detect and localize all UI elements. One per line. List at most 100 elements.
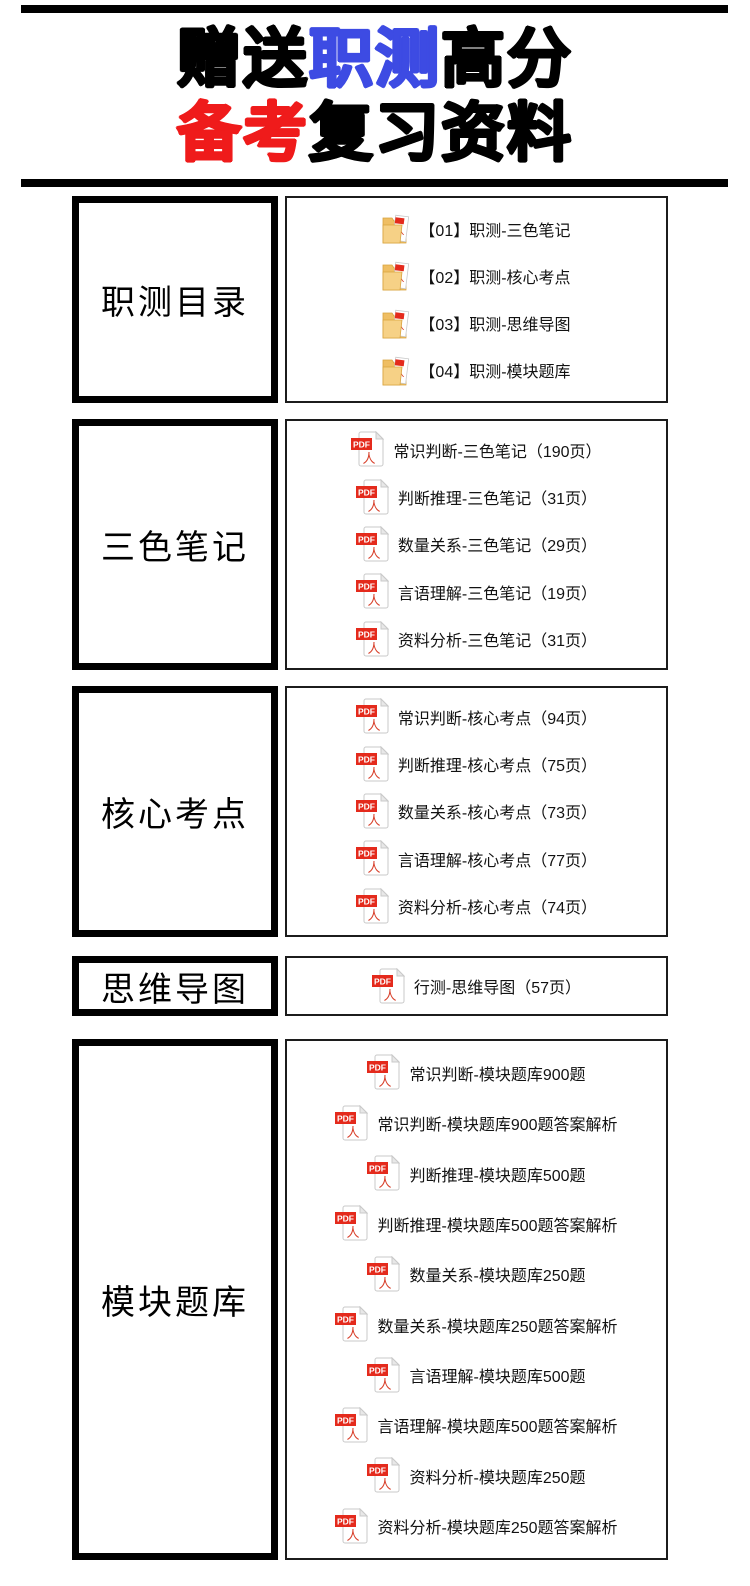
- pdf-file-icon: PDF 人: [355, 698, 389, 735]
- svg-text:PDF: PDF: [337, 1113, 354, 1123]
- section-label-box: 核心考点: [72, 686, 278, 937]
- file-row[interactable]: PDF 人 数量关系-核心考点（73页）: [287, 792, 666, 830]
- folder-pdf-icon: 人: [382, 212, 410, 245]
- svg-text:PDF: PDF: [369, 1466, 386, 1476]
- pdf-file-icon: PDF 人: [367, 1255, 401, 1293]
- file-name: 常识判断-三色笔记（190页）: [393, 443, 602, 461]
- file-row[interactable]: PDF 人 判断推理-模块题库500题: [287, 1155, 666, 1192]
- file-row[interactable]: PDF 人 行测-思维导图（57页）: [287, 967, 666, 1005]
- pdf-file-icon: PDF 人: [355, 620, 389, 658]
- svg-text:PDF: PDF: [337, 1315, 354, 1325]
- file-row[interactable]: PDF 人 言语理解-模块题库500题: [287, 1356, 666, 1394]
- svg-text:PDF: PDF: [358, 896, 375, 906]
- file-name: 常识判断-核心考点（94页）: [397, 710, 598, 728]
- title-divider-bar: [21, 179, 728, 187]
- file-row[interactable]: PDF 人 资料分析-三色笔记（31页）: [287, 620, 666, 658]
- svg-text:人: 人: [379, 1477, 392, 1492]
- title-line-2: 备考复习资料: [0, 96, 750, 170]
- title-segment: 赠送: [177, 23, 309, 95]
- section-file-list: PDF 人 常识判断-三色笔记（190页） PDF 人 判断推理-三色笔记（31…: [285, 419, 668, 670]
- file-name: 数量关系-三色笔记（29页）: [397, 538, 598, 556]
- material-section: 模块题库 PDF 人 常识判断-模块题库900题 PDF 人 常识判断-模块: [72, 1039, 750, 1560]
- svg-text:人: 人: [367, 766, 380, 781]
- pdf-file-icon: PDF 人: [355, 573, 389, 610]
- title-segment: 职测: [309, 23, 441, 95]
- file-row[interactable]: PDF 人 资料分析-核心考点（74页）: [287, 887, 666, 925]
- file-name: 资料分析-核心考点（74页）: [397, 900, 598, 918]
- material-section: 核心考点 PDF 人 常识判断-核心考点（94页） PDF 人 判断推理-核: [72, 686, 750, 937]
- svg-text:PDF: PDF: [358, 707, 375, 717]
- pdf-file-icon: PDF 人: [335, 1205, 369, 1242]
- svg-text:人: 人: [347, 1125, 360, 1140]
- svg-text:PDF: PDF: [337, 1214, 354, 1224]
- svg-text:PDF: PDF: [369, 1164, 386, 1174]
- file-row[interactable]: PDF 人 数量关系-三色笔记（29页）: [287, 525, 666, 563]
- file-row[interactable]: 人 【04】职测-模块题库: [287, 354, 666, 387]
- file-row[interactable]: 人 【02】职测-核心考点: [287, 259, 666, 292]
- section-label: 核心考点: [101, 797, 249, 834]
- file-row[interactable]: PDF 人 资料分析-模块题库250题: [287, 1457, 666, 1494]
- svg-text:PDF: PDF: [369, 1264, 386, 1274]
- svg-text:PDF: PDF: [358, 754, 375, 764]
- title-segment: 复习资料: [309, 97, 573, 169]
- section-file-list: 人 【01】职测-三色笔记 人 【02】职测-核心考点: [285, 196, 668, 403]
- section-label-box: 模块题库: [72, 1039, 278, 1560]
- title-line-1: 赠送职测高分: [0, 22, 750, 96]
- material-section: 职测目录 人 【01】职测-三色笔记 人: [72, 196, 750, 403]
- folder-pdf-icon: 人: [382, 307, 410, 340]
- file-name: 【01】职测-三色笔记: [419, 222, 571, 240]
- pdf-file-icon: PDF 人: [355, 478, 389, 516]
- section-file-list: PDF 人 常识判断-核心考点（94页） PDF 人 判断推理-核心考点（75页…: [285, 686, 668, 937]
- file-row[interactable]: PDF 人 数量关系-模块题库250题: [287, 1255, 666, 1293]
- file-name: 【04】职测-模块题库: [419, 364, 571, 382]
- file-row[interactable]: PDF 人 资料分析-模块题库250题答案解析: [287, 1507, 666, 1545]
- file-row[interactable]: PDF 人 判断推理-三色笔记（31页）: [287, 478, 666, 516]
- pdf-file-icon: PDF 人: [335, 1104, 369, 1142]
- section-label-box: 思维导图: [72, 956, 278, 1016]
- file-row[interactable]: PDF 人 常识判断-三色笔记（190页）: [287, 431, 666, 468]
- file-name: 资料分析-模块题库250题: [409, 1469, 586, 1487]
- file-name: 判断推理-核心考点（75页）: [397, 758, 598, 776]
- svg-text:人: 人: [367, 718, 380, 733]
- file-row[interactable]: PDF 人 常识判断-模块题库900题答案解析: [287, 1104, 666, 1142]
- file-row[interactable]: 人 【03】职测-思维导图: [287, 307, 666, 340]
- file-row[interactable]: 人 【01】职测-三色笔记: [287, 212, 666, 245]
- pdf-file-icon: PDF 人: [355, 525, 389, 563]
- file-row[interactable]: PDF 人 言语理解-核心考点（77页）: [287, 840, 666, 877]
- file-row[interactable]: PDF 人 判断推理-核心考点（75页）: [287, 745, 666, 783]
- svg-text:人: 人: [367, 593, 380, 608]
- svg-text:PDF: PDF: [369, 1365, 386, 1375]
- file-name: 【03】职测-思维导图: [419, 317, 571, 335]
- section-label-box: 职测目录: [72, 196, 278, 403]
- file-row[interactable]: PDF 人 常识判断-模块题库900题: [287, 1054, 666, 1091]
- svg-text:PDF: PDF: [337, 1415, 354, 1425]
- svg-text:人: 人: [367, 860, 380, 875]
- file-name: 常识判断-模块题库900题答案解析: [377, 1117, 618, 1135]
- svg-text:人: 人: [347, 1225, 360, 1240]
- file-name: 资料分析-模块题库250题答案解析: [377, 1520, 618, 1538]
- svg-text:人: 人: [347, 1528, 360, 1543]
- section-file-list: PDF 人 常识判断-模块题库900题 PDF 人 常识判断-模块题库900题答…: [285, 1039, 668, 1560]
- file-name: 言语理解-模块题库500题答案解析: [377, 1419, 618, 1437]
- file-row[interactable]: PDF 人 判断推理-模块题库500题答案解析: [287, 1205, 666, 1242]
- section-label: 模块题库: [101, 1285, 249, 1322]
- svg-text:PDF: PDF: [337, 1516, 354, 1526]
- pdf-file-icon: PDF 人: [367, 1356, 401, 1394]
- pdf-file-icon: PDF 人: [367, 1054, 401, 1091]
- file-row[interactable]: PDF 人 言语理解-模块题库500题答案解析: [287, 1406, 666, 1444]
- svg-text:人: 人: [383, 988, 396, 1003]
- file-row[interactable]: PDF 人 数量关系-模块题库250题答案解析: [287, 1306, 666, 1343]
- file-row[interactable]: PDF 人 常识判断-核心考点（94页）: [287, 698, 666, 735]
- file-name: 行测-思维导图（57页）: [413, 980, 582, 997]
- material-section: 三色笔记 PDF 人 常识判断-三色笔记（190页） PDF 人 判断推理-: [72, 419, 750, 670]
- file-row[interactable]: PDF 人 言语理解-三色笔记（19页）: [287, 573, 666, 610]
- pdf-file-icon: PDF 人: [355, 792, 389, 830]
- pdf-file-icon: PDF 人: [351, 431, 385, 468]
- svg-text:PDF: PDF: [353, 440, 370, 450]
- svg-text:人: 人: [379, 1074, 392, 1089]
- top-divider-bar: [21, 5, 728, 13]
- file-name: 判断推理-模块题库500题: [409, 1167, 586, 1185]
- svg-text:人: 人: [379, 1175, 392, 1190]
- svg-text:人: 人: [347, 1427, 360, 1442]
- folder-pdf-icon: 人: [382, 259, 410, 292]
